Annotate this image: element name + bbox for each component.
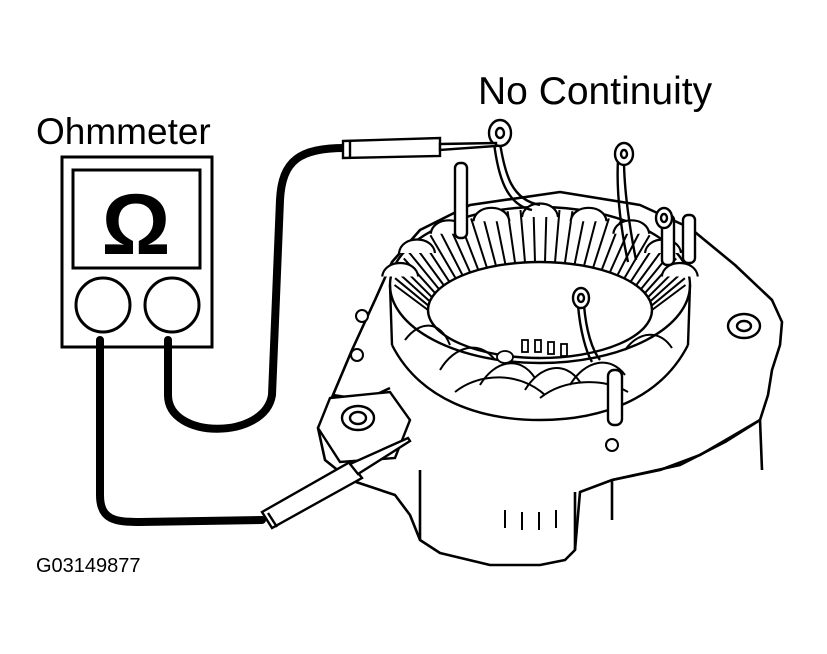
mounting-ear-left	[316, 390, 412, 464]
stator-slot-line	[616, 229, 642, 276]
stator-slot-line	[583, 215, 599, 267]
stator-slot-line	[532, 209, 536, 263]
mounting-ear-right	[726, 312, 762, 340]
stator-slot-line	[481, 215, 497, 267]
stator-slot-line	[519, 209, 526, 263]
bottom-test-probe	[260, 436, 412, 530]
stator-slot-line	[394, 277, 430, 307]
meter-jack-left	[74, 276, 132, 334]
winding-bulge	[472, 206, 511, 222]
stator-slot-line	[544, 209, 548, 263]
stator-slot-line	[592, 218, 610, 269]
ring-terminals	[487, 118, 674, 310]
ohm-symbol: Ω	[102, 177, 171, 273]
winding-bulge	[569, 206, 608, 222]
no-continuity-label: No Continuity	[478, 70, 713, 113]
stator-slot-line	[554, 209, 561, 263]
mounting-studs	[453, 161, 697, 427]
stator-slot-line	[650, 277, 686, 307]
ohmmeter-display	[71, 168, 202, 270]
stator-slot-line	[408, 251, 440, 290]
stator-slot-line	[494, 212, 507, 265]
winding-bulge	[381, 262, 420, 277]
inner-terminals	[496, 339, 568, 364]
meter-jack-right	[143, 276, 201, 334]
stator-slot-line	[393, 284, 429, 311]
winding-bulge	[660, 262, 699, 277]
top-test-probe	[341, 136, 498, 160]
winding-bulge	[397, 238, 437, 254]
stator-leads	[492, 142, 638, 363]
ohmmeter-label: Ohmmeter	[36, 111, 211, 152]
figure-id: G03149877	[36, 555, 141, 577]
stator-slot-line	[623, 234, 651, 279]
stator-slot-line	[470, 218, 488, 269]
ohmmeter: Ω	[60, 155, 214, 349]
stator-core	[388, 205, 692, 422]
stator-slot-line	[429, 234, 457, 279]
test-lead-cables	[96, 144, 349, 526]
winding-bulge	[520, 202, 560, 218]
frame-screws	[350, 250, 686, 452]
stator-slot-line	[573, 212, 586, 265]
stator-slot-line	[438, 229, 464, 276]
stator-slot-line	[651, 284, 687, 311]
